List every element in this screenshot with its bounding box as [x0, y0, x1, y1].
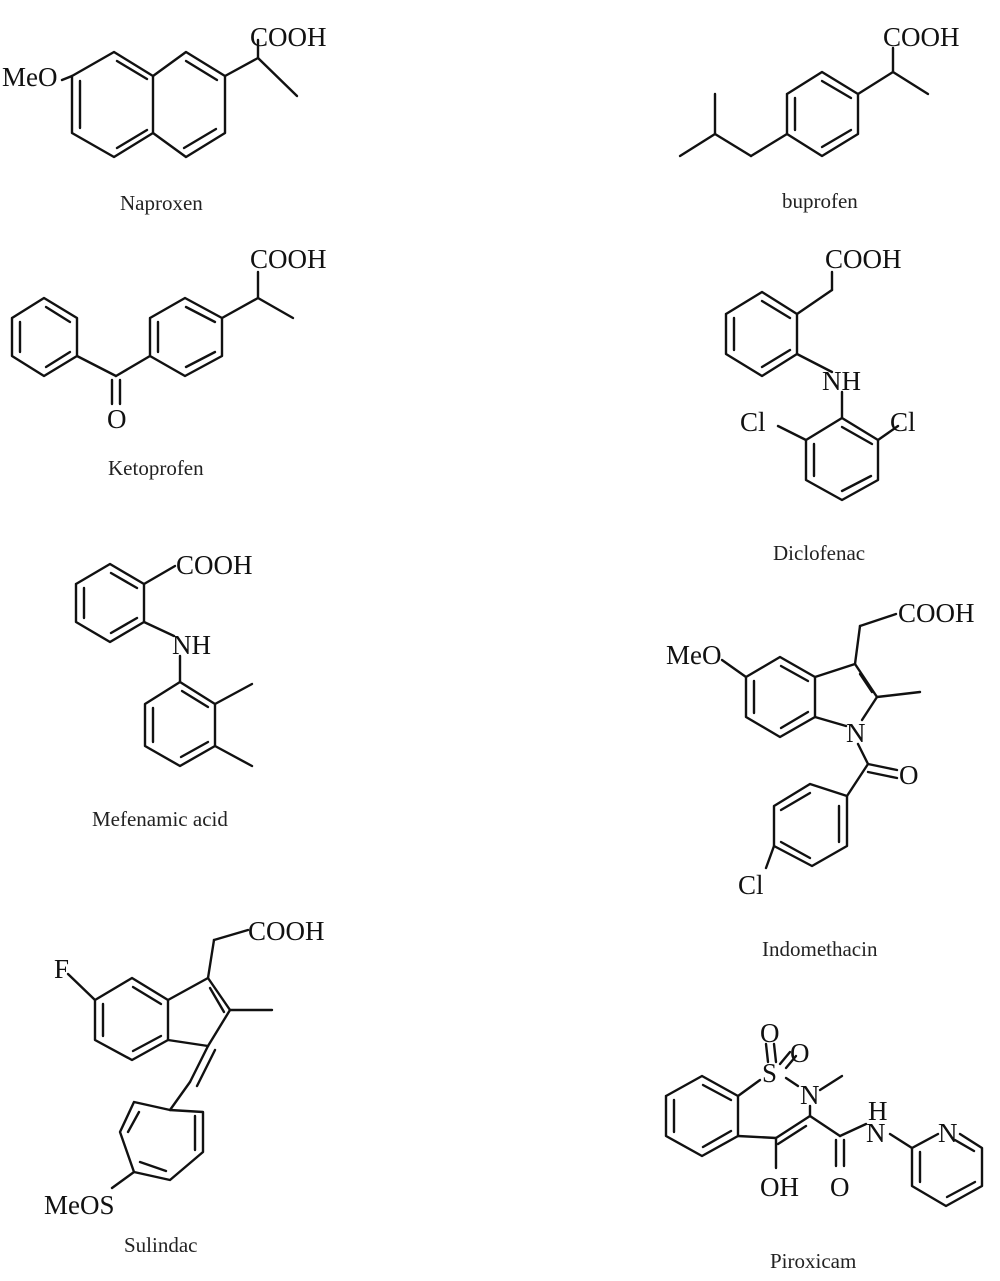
- piroxicam-bonds: [664, 1042, 984, 1208]
- ketoprofen-caption: Ketoprofen: [108, 456, 204, 480]
- indomethacin-oxo-label: O: [899, 760, 919, 790]
- mefenamic-cooh-label: COOH: [176, 550, 253, 580]
- piroxicam-amide-n-label: N: [866, 1118, 886, 1148]
- sulindac-caption: Sulindac: [124, 1233, 198, 1257]
- piroxicam-pyridine-n-label: N: [938, 1118, 958, 1148]
- sulindac-f-label: F: [54, 954, 69, 984]
- molecule-mefenamic-acid: COOH NH Mefenamic acid: [74, 550, 254, 831]
- ketoprofen-bonds: [10, 270, 295, 406]
- piroxicam-caption: Piroxicam: [770, 1249, 856, 1273]
- mefenamic-bonds: [74, 562, 254, 768]
- ketoprofen-oxo-label: O: [107, 404, 127, 434]
- indomethacin-meo-label: MeO: [666, 640, 722, 670]
- ketoprofen-cooh-label: COOH: [250, 244, 327, 274]
- piroxicam-o1-label: O: [760, 1018, 780, 1048]
- indomethacin-n-label: N: [846, 718, 866, 748]
- indomethacin-cooh-label: COOH: [898, 598, 975, 628]
- diclofenac-cooh-label: COOH: [825, 244, 902, 274]
- piroxicam-n-ring-label: N: [800, 1080, 820, 1110]
- diclofenac-cl-left-label: Cl: [740, 407, 766, 437]
- diclofenac-bonds: [724, 270, 900, 502]
- piroxicam-s-label: S: [762, 1058, 777, 1088]
- indomethacin-caption: Indomethacin: [762, 937, 878, 961]
- molecule-ketoprofen: COOH O Ketoprofen: [10, 244, 327, 480]
- naproxen-cooh-label: COOH: [250, 22, 327, 52]
- molecule-ibuprofen: COOH buprofen: [678, 22, 960, 213]
- piroxicam-oh-label: OH: [760, 1172, 799, 1202]
- piroxicam-amide-h-label: H: [868, 1096, 888, 1126]
- indomethacin-cl-label: Cl: [738, 870, 764, 900]
- sulindac-bonds: [66, 928, 274, 1190]
- ibuprofen-bonds: [678, 46, 930, 158]
- diclofenac-cl-right-label: Cl: [890, 407, 916, 437]
- piroxicam-o2-label: O: [790, 1038, 810, 1068]
- piroxicam-oxo-label: O: [830, 1172, 850, 1202]
- molecule-naproxen: COOH MeO Naproxen: [2, 22, 327, 215]
- sulindac-meos-label: MeOS: [44, 1190, 115, 1220]
- molecule-piroxicam: O O S N H N N OH O Piroxicam: [664, 1018, 984, 1273]
- sulindac-cooh-label: COOH: [248, 916, 325, 946]
- mefenamic-caption: Mefenamic acid: [92, 807, 228, 831]
- ibuprofen-caption: buprofen: [782, 189, 858, 213]
- naproxen-bonds: [60, 38, 299, 159]
- ibuprofen-cooh-label: COOH: [883, 22, 960, 52]
- diclofenac-nh-label: NH: [822, 366, 861, 396]
- molecule-indomethacin: COOH MeO N O Cl Indomethacin: [666, 598, 975, 961]
- indomethacin-bonds: [720, 612, 922, 870]
- mefenamic-nh-label: NH: [172, 630, 211, 660]
- molecule-diclofenac: COOH NH Cl Cl Diclofenac: [724, 244, 916, 565]
- diclofenac-caption: Diclofenac: [773, 541, 865, 565]
- naproxen-meo-label: MeO: [2, 62, 58, 92]
- molecule-sulindac: COOH F MeOS Sulindac: [44, 916, 325, 1257]
- naproxen-caption: Naproxen: [120, 191, 203, 215]
